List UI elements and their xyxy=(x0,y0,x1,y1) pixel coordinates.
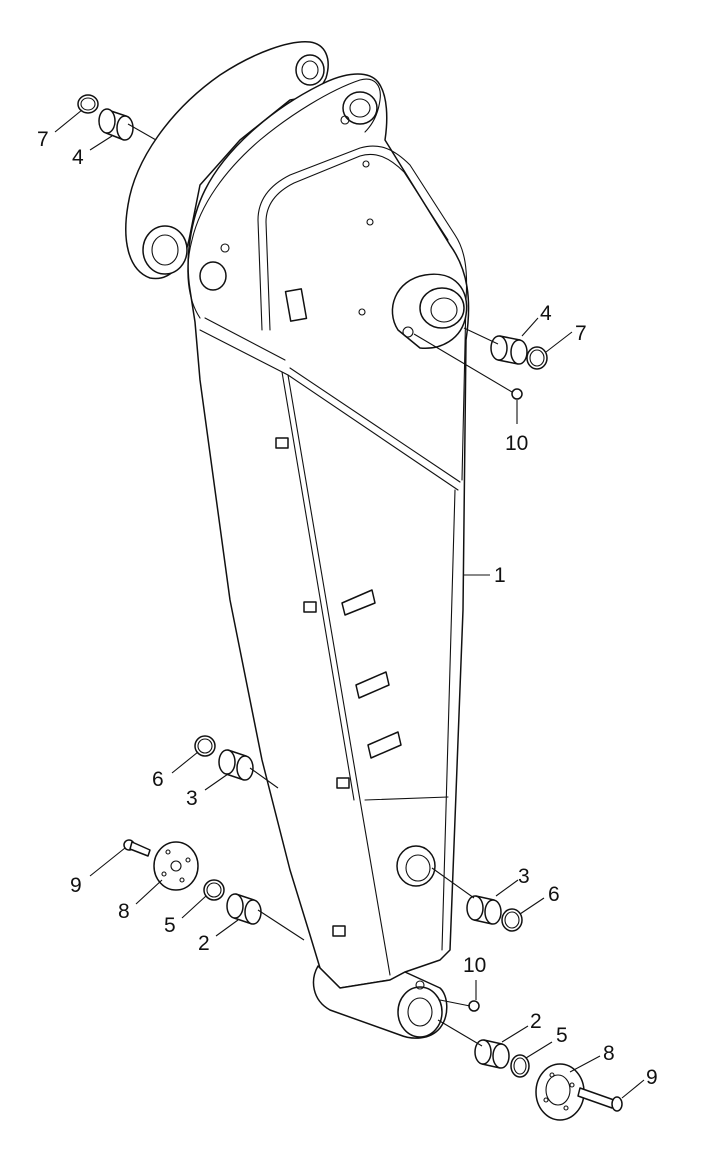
callout-6-right: 6 xyxy=(548,883,560,906)
clamp-3 xyxy=(367,731,402,759)
foot-pin-hole-left-inner xyxy=(151,234,179,266)
bolt-dot-2 xyxy=(366,218,374,226)
foot-pin-hole-top-front-inner xyxy=(349,98,371,118)
boom-side-edge-2 xyxy=(204,317,286,361)
grease-fitting-top xyxy=(340,115,350,125)
callout-4-upper-right: 4 xyxy=(540,302,552,325)
bolt-9-right xyxy=(577,1087,623,1112)
callout-7-upper-left: 7 xyxy=(37,128,49,151)
bracket-pad-a xyxy=(275,437,289,449)
callout-labels: 7 4 4 7 10 1 6 3 9 8 5 2 3 6 10 2 5 8 9 xyxy=(37,128,658,1089)
bushing-2-right xyxy=(474,1039,510,1069)
bushing-4-left xyxy=(98,108,134,141)
callout-10-upper: 10 xyxy=(505,432,528,455)
clamp-1 xyxy=(341,589,376,616)
bracket-pad-upper xyxy=(284,288,308,322)
boom-cross-line-lower xyxy=(364,796,449,801)
grease-fitting-nose xyxy=(415,980,425,990)
boom-web-line-left-2 xyxy=(281,371,355,801)
bracket-pad-d xyxy=(332,925,346,937)
foot-pin-hole-top-rear-inner xyxy=(301,60,319,80)
bolt-dot-1 xyxy=(362,160,370,168)
callout-9-right: 9 xyxy=(646,1066,658,1089)
leader-lines xyxy=(54,109,645,1099)
foot-pin-hole-bottom-front xyxy=(199,261,227,291)
boom-top-plate-edge-inner xyxy=(265,153,449,331)
boom-diag-line xyxy=(287,374,459,491)
callout-9-left: 9 xyxy=(70,874,82,897)
plate-8-left xyxy=(153,841,199,891)
boom-nose-pin-boss xyxy=(397,986,443,1038)
arm-cylinder-pin-boss-inner xyxy=(405,854,431,882)
ring-6-right-inner xyxy=(504,911,520,929)
callout-1: 1 xyxy=(494,564,506,587)
boom-body xyxy=(125,41,470,1039)
callout-8-left: 8 xyxy=(118,900,130,923)
bracket-pad-b xyxy=(303,601,317,613)
bushing-3-right xyxy=(466,895,502,925)
boom-web-line-left xyxy=(287,374,391,976)
boom-foot-plate-front xyxy=(187,78,381,319)
callout-5-left: 5 xyxy=(164,914,176,937)
grease-fitting-boss xyxy=(402,326,414,338)
ring-5-right-inner xyxy=(513,1057,527,1075)
ring-7-left-inner xyxy=(80,97,96,111)
boom-side-edge-1 xyxy=(199,329,289,376)
callout-2-left: 2 xyxy=(198,932,210,955)
bolt-dot-3 xyxy=(358,308,366,316)
boom-foot-plate-rear xyxy=(125,41,329,280)
foot-pin-hole-top-front xyxy=(342,91,378,125)
ring-6-left-inner xyxy=(197,738,213,754)
clamp-2 xyxy=(355,671,390,699)
callout-3-right: 3 xyxy=(518,865,530,888)
bolt-9-left xyxy=(123,839,151,857)
callout-10-lower: 10 xyxy=(463,954,486,977)
bushing-2-left xyxy=(226,893,262,925)
callout-4-upper-left: 4 xyxy=(72,146,84,169)
callout-2-right: 2 xyxy=(530,1010,542,1033)
ring-7-right-inner xyxy=(529,349,545,367)
callout-5-right: 5 xyxy=(556,1024,568,1047)
bushing-3-left xyxy=(218,749,254,781)
bracket-pad-c xyxy=(336,777,350,789)
callout-3-left: 3 xyxy=(186,787,198,810)
foot-pin-hole-left xyxy=(142,225,188,275)
callout-7-upper-right: 7 xyxy=(575,322,587,345)
foot-pin-hole-top-rear xyxy=(295,54,325,86)
plate-8-right xyxy=(535,1063,585,1121)
grease-nipple-10-lower xyxy=(468,1000,480,1012)
boom-nose-pin-boss-inner xyxy=(407,997,433,1027)
grease-fitting-foot xyxy=(220,243,230,253)
boom-right-edge-inner xyxy=(441,489,456,951)
ring-5-left-inner xyxy=(206,882,222,898)
boom-diag-line-2 xyxy=(289,367,461,483)
bushing-4-right xyxy=(490,335,528,365)
callout-8-right: 8 xyxy=(603,1042,615,1065)
callout-6-left: 6 xyxy=(152,768,164,791)
grease-nipple-10-upper xyxy=(511,388,523,400)
boom-top-plate-edge xyxy=(257,145,468,481)
boom-cylinder-pin-hole-inner xyxy=(430,297,458,323)
arm-cylinder-pin-boss xyxy=(396,845,436,887)
